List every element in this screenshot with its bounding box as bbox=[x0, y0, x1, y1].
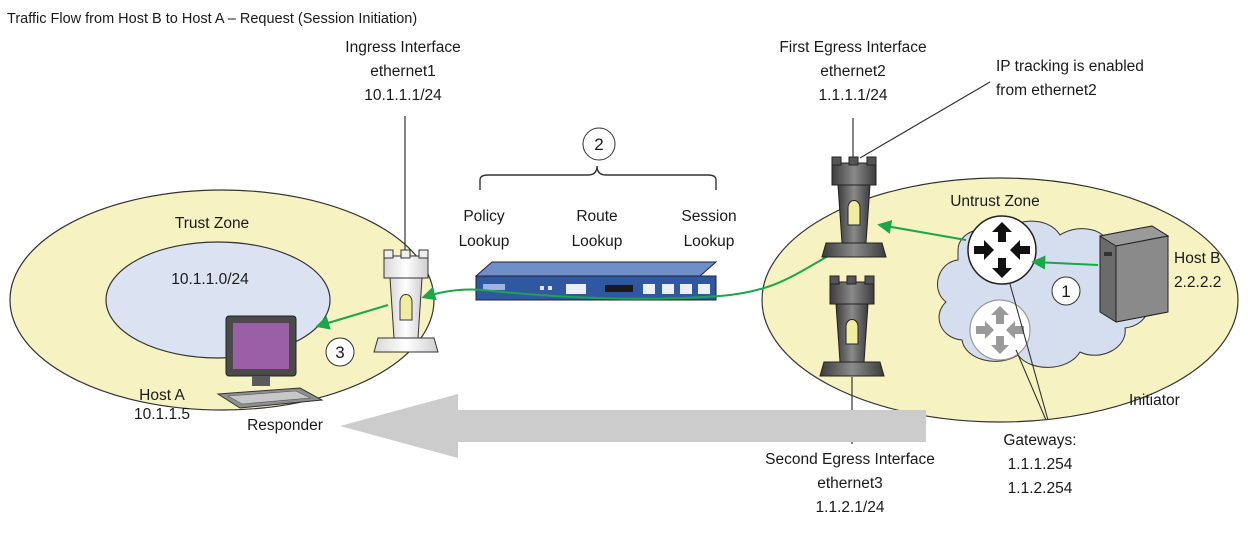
host-a-name: Host A bbox=[139, 387, 185, 404]
arrow-to-host-a bbox=[315, 304, 389, 330]
host-b-role: Initiator bbox=[1129, 392, 1180, 409]
step-3-circle bbox=[325, 337, 355, 367]
host-a-role: Responder bbox=[247, 417, 323, 434]
trust-zone-label: Trust Zone bbox=[175, 215, 249, 232]
second-egress-label-2: ethernet3 bbox=[817, 475, 883, 492]
second-egress-firewall-icon bbox=[819, 275, 885, 377]
ip-tracking-leader-line bbox=[859, 81, 991, 159]
step-1-label: 1 bbox=[1061, 282, 1070, 301]
step-3-label: 3 bbox=[335, 343, 344, 362]
ip-tracking-label-1: IP tracking is enabled bbox=[996, 58, 1144, 75]
second-egress-label-3: 1.1.2.1/24 bbox=[816, 499, 885, 516]
gateways-label: Gateways: bbox=[1003, 432, 1076, 449]
second-egress-label-1: Second Egress Interface bbox=[765, 451, 935, 468]
host-a-ip: 10.1.1.5 bbox=[134, 406, 190, 423]
gateway-leader-1 bbox=[1009, 283, 1049, 421]
route-lookup-label-2: Lookup bbox=[572, 233, 623, 250]
backup-router-icon bbox=[969, 299, 1031, 361]
return-direction-arrow bbox=[340, 394, 926, 458]
first-egress-label-2: ethernet2 bbox=[820, 63, 886, 80]
ingress-label-1: Ingress Interface bbox=[345, 39, 460, 56]
session-lookup-label-2: Lookup bbox=[684, 233, 735, 250]
ingress-label-2: ethernet1 bbox=[370, 63, 436, 80]
step-1-circle bbox=[1051, 276, 1081, 306]
arrow-to-first-egress bbox=[877, 220, 967, 241]
router-icon bbox=[967, 215, 1037, 285]
ingress-firewall-icon bbox=[373, 249, 439, 353]
first-egress-label-1: First Egress Interface bbox=[779, 39, 926, 56]
computer-icon bbox=[216, 315, 324, 409]
lookup-brace bbox=[479, 165, 717, 190]
gateway-ip-2: 1.1.2.254 bbox=[1008, 480, 1073, 497]
gateway-ip-1: 1.1.1.254 bbox=[1008, 456, 1073, 473]
arrow-from-host-b bbox=[1031, 255, 1099, 270]
host-b-ip: 2.2.2.2 bbox=[1174, 274, 1221, 291]
diagram-title: Traffic Flow from Host B to Host A – Req… bbox=[7, 11, 417, 27]
ingress-label-3: 10.1.1.1/24 bbox=[364, 87, 442, 104]
server-icon bbox=[1098, 225, 1170, 323]
step-2-circle bbox=[582, 127, 616, 161]
gateway-leader-2 bbox=[1015, 349, 1047, 421]
policy-lookup-label-1: Policy bbox=[463, 208, 505, 225]
security-device-icon bbox=[474, 261, 718, 301]
host-b-name: Host B bbox=[1174, 250, 1221, 267]
route-lookup-label-1: Route bbox=[576, 208, 617, 225]
first-egress-label-3: 1.1.1.1/24 bbox=[819, 87, 888, 104]
trust-subnet-label: 10.1.1.0/24 bbox=[171, 271, 249, 288]
first-egress-firewall-icon bbox=[821, 156, 887, 258]
session-lookup-label-1: Session bbox=[681, 208, 736, 225]
untrust-zone-label: Untrust Zone bbox=[950, 193, 1040, 210]
flow-path-through-device bbox=[421, 255, 829, 301]
policy-lookup-label-2: Lookup bbox=[459, 233, 510, 250]
ip-tracking-label-2: from ethernet2 bbox=[996, 82, 1097, 99]
step-2-label: 2 bbox=[594, 135, 603, 154]
